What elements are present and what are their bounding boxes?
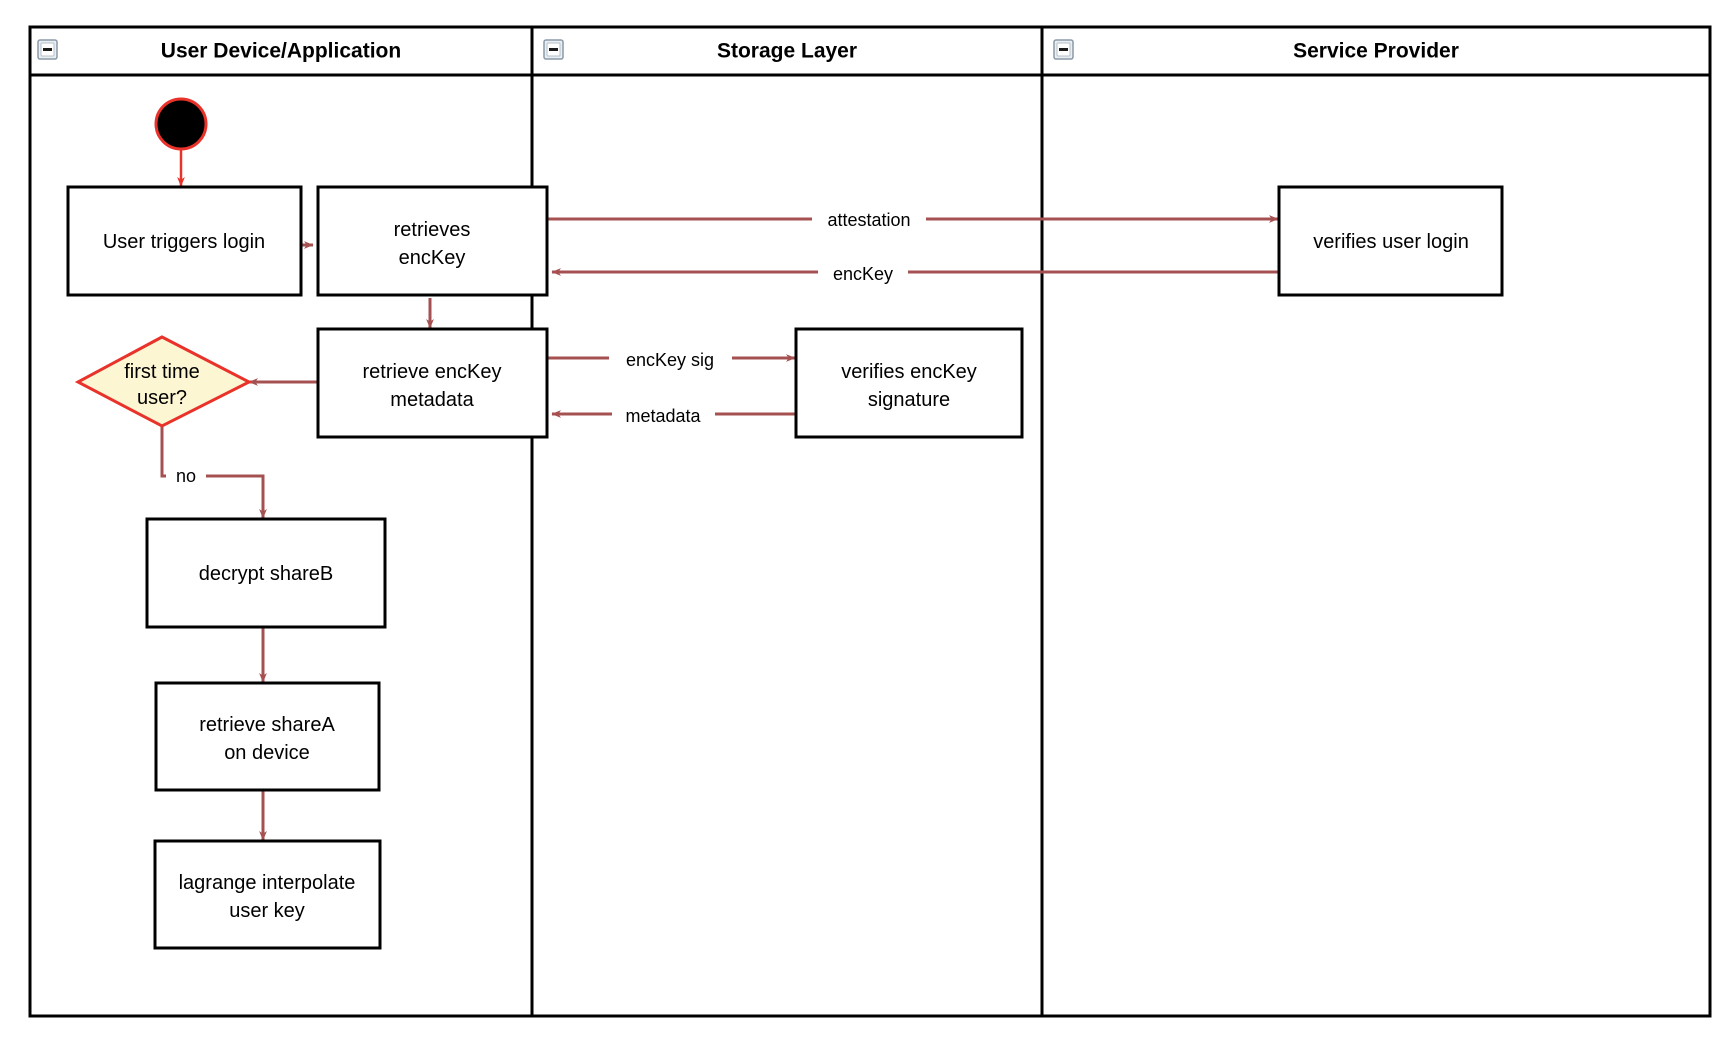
- node-retrieves-enckey[interactable]: retrieves encKey: [316, 185, 549, 297]
- edge-label-no: no: [176, 466, 196, 486]
- edge-decision-no: no: [160, 420, 267, 519]
- node-verifies-enckey-signature[interactable]: verifies encKey signature: [794, 327, 1024, 439]
- node-retrieve-sharea-on-device[interactable]: retrieve shareA on device: [154, 681, 381, 792]
- collapse-minus-icon[interactable]: [1053, 39, 1074, 60]
- edge-enckey: encKey: [551, 262, 1278, 286]
- edge-label-attestation: attestation: [827, 210, 910, 230]
- node-label-verifies-enckey-signature-line2: signature: [868, 389, 950, 411]
- edge-label-enckey: encKey: [833, 264, 893, 284]
- start-node[interactable]: [154, 97, 208, 151]
- lane-title-service-provider: Service Provider: [1293, 40, 1459, 63]
- lane-title-user-device: User Device/Application: [161, 40, 401, 63]
- node-label-user-triggers-login: User triggers login: [103, 231, 265, 253]
- node-label-first-time-user-line1: first time: [124, 361, 200, 383]
- edge-enckey-sig: encKey sig: [547, 348, 796, 372]
- node-label-decrypt-shareb: decrypt shareB: [199, 563, 334, 585]
- node-lagrange-interpolate-user-key[interactable]: lagrange interpolate user key: [153, 839, 382, 950]
- node-verifies-user-login[interactable]: verifies user login: [1277, 185, 1504, 297]
- collapse-minus-icon[interactable]: [37, 39, 58, 60]
- node-label-first-time-user-line2: user?: [137, 387, 187, 409]
- node-label-retrieve-sharea-line2: on device: [224, 742, 310, 764]
- node-label-lagrange-line1: lagrange interpolate: [179, 872, 356, 894]
- edge-label-metadata: metadata: [625, 406, 701, 426]
- node-label-retrieves-enckey-line1: retrieves: [394, 219, 471, 241]
- node-label-retrieves-enckey-line2: encKey: [399, 247, 466, 269]
- edge-attestation: attestation: [547, 208, 1279, 232]
- node-label-verifies-user-login: verifies user login: [1313, 231, 1469, 253]
- node-retrieve-enckey-metadata[interactable]: retrieve encKey metadata: [316, 327, 549, 439]
- node-label-retrieve-enckey-metadata-line1: retrieve encKey: [363, 361, 502, 383]
- node-label-lagrange-line2: user key: [229, 900, 305, 922]
- node-label-retrieve-enckey-metadata-line2: metadata: [390, 389, 474, 411]
- node-label-retrieve-sharea-line1: retrieve shareA: [199, 714, 335, 736]
- edge-metadata: metadata: [551, 404, 795, 428]
- lane-header-service-provider[interactable]: Service Provider: [1053, 39, 1459, 63]
- edge-label-enckey-sig: encKey sig: [626, 350, 714, 370]
- lane-title-storage-layer: Storage Layer: [717, 40, 857, 63]
- node-decrypt-shareb[interactable]: decrypt shareB: [145, 517, 387, 629]
- node-first-time-user-decision[interactable]: first time user?: [74, 335, 253, 428]
- lane-header-storage-layer[interactable]: Storage Layer: [543, 39, 857, 63]
- collapse-minus-icon[interactable]: [543, 39, 564, 60]
- node-label-verifies-enckey-signature-line1: verifies encKey: [841, 361, 977, 383]
- lane-header-user-device[interactable]: User Device/Application: [37, 39, 401, 63]
- node-user-triggers-login[interactable]: User triggers login: [66, 185, 303, 297]
